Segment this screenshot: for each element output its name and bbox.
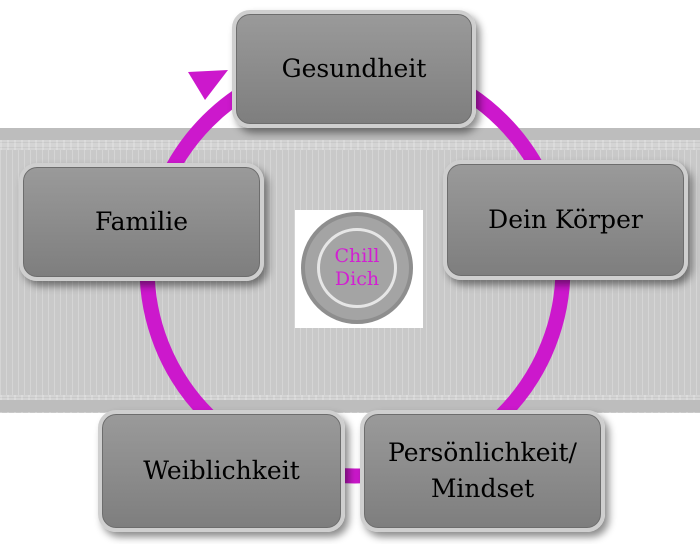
node-persoenlichkeit: Persönlichkeit/ Mindset xyxy=(360,410,605,532)
cycle-arrowhead xyxy=(188,70,228,100)
node-gesundheit-label: Gesundheit xyxy=(281,53,427,83)
node-weiblichkeit: Weiblichkeit xyxy=(98,410,345,532)
center-inner-circle: Chill Dich xyxy=(317,228,397,308)
node-persoenlichkeit-label-line1: Persönlichkeit/ xyxy=(388,437,577,467)
node-dein-koerper: Dein Körper xyxy=(443,160,688,280)
node-familie-label: Familie xyxy=(94,206,189,236)
node-gesundheit: Gesundheit xyxy=(232,10,476,128)
node-dein-koerper-label: Dein Körper xyxy=(488,204,643,234)
center-circle: Chill Dich xyxy=(301,212,413,324)
band-bottom-edge xyxy=(0,400,700,412)
center-label-line2: Dich xyxy=(334,268,380,290)
node-persoenlichkeit-label-line2: Mindset xyxy=(430,474,535,503)
node-familie: Familie xyxy=(19,163,264,281)
center-label-line1: Chill xyxy=(334,245,380,268)
node-weiblichkeit-label: Weiblichkeit xyxy=(143,455,300,485)
